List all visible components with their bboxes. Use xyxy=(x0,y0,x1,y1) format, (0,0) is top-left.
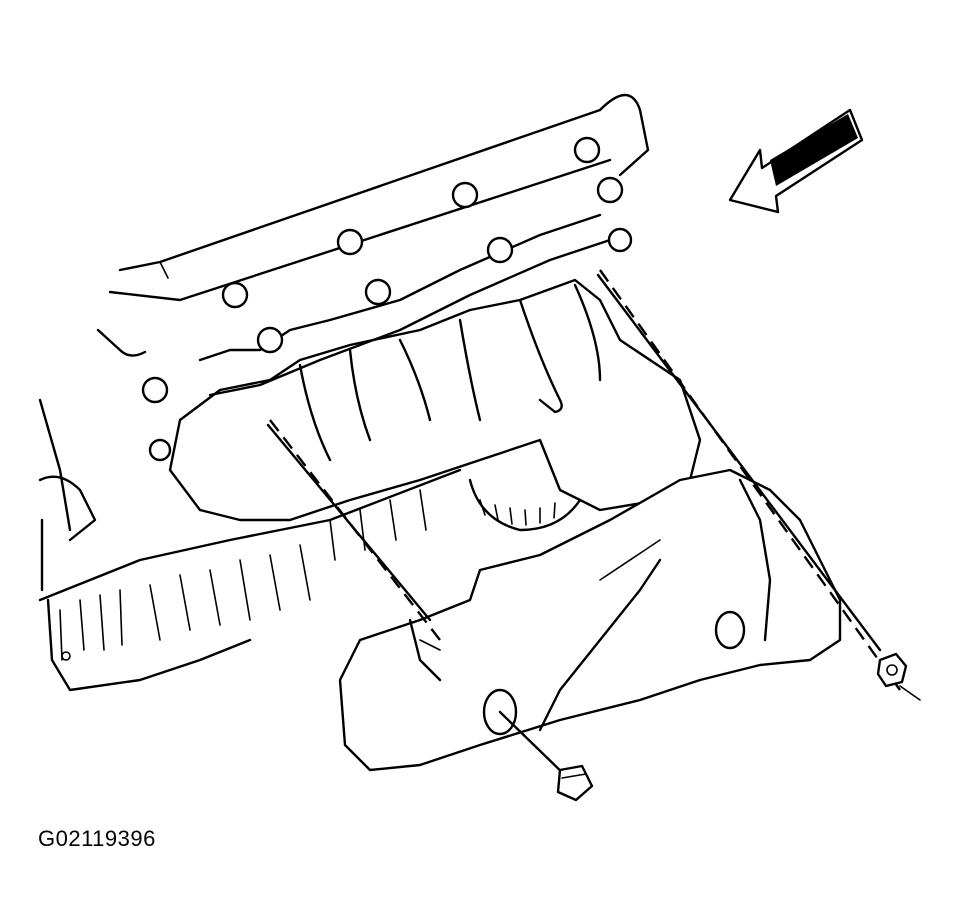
bolt-icon xyxy=(221,281,249,309)
heat-shield xyxy=(338,468,842,772)
bolt-icon xyxy=(364,278,392,306)
bolt-icon xyxy=(336,228,364,256)
bolt-icon xyxy=(596,176,624,204)
bolt-icon xyxy=(556,764,594,802)
figure-id-label: G02119396 xyxy=(38,826,156,851)
bolt-icon xyxy=(486,236,514,264)
bolt-icon xyxy=(573,136,601,164)
bolt-icon xyxy=(451,181,479,209)
heat-shield-fasteners xyxy=(266,269,921,802)
nut-icon xyxy=(876,652,908,688)
bolt-icon xyxy=(148,438,172,462)
manifold-studs xyxy=(141,136,633,462)
exhaust-manifold xyxy=(168,213,702,532)
bolt-icon xyxy=(256,326,284,354)
bolt-icon xyxy=(607,227,633,253)
engine-block xyxy=(38,468,462,692)
bolt-icon xyxy=(141,376,169,404)
view-direction-arrow-icon xyxy=(728,108,864,214)
